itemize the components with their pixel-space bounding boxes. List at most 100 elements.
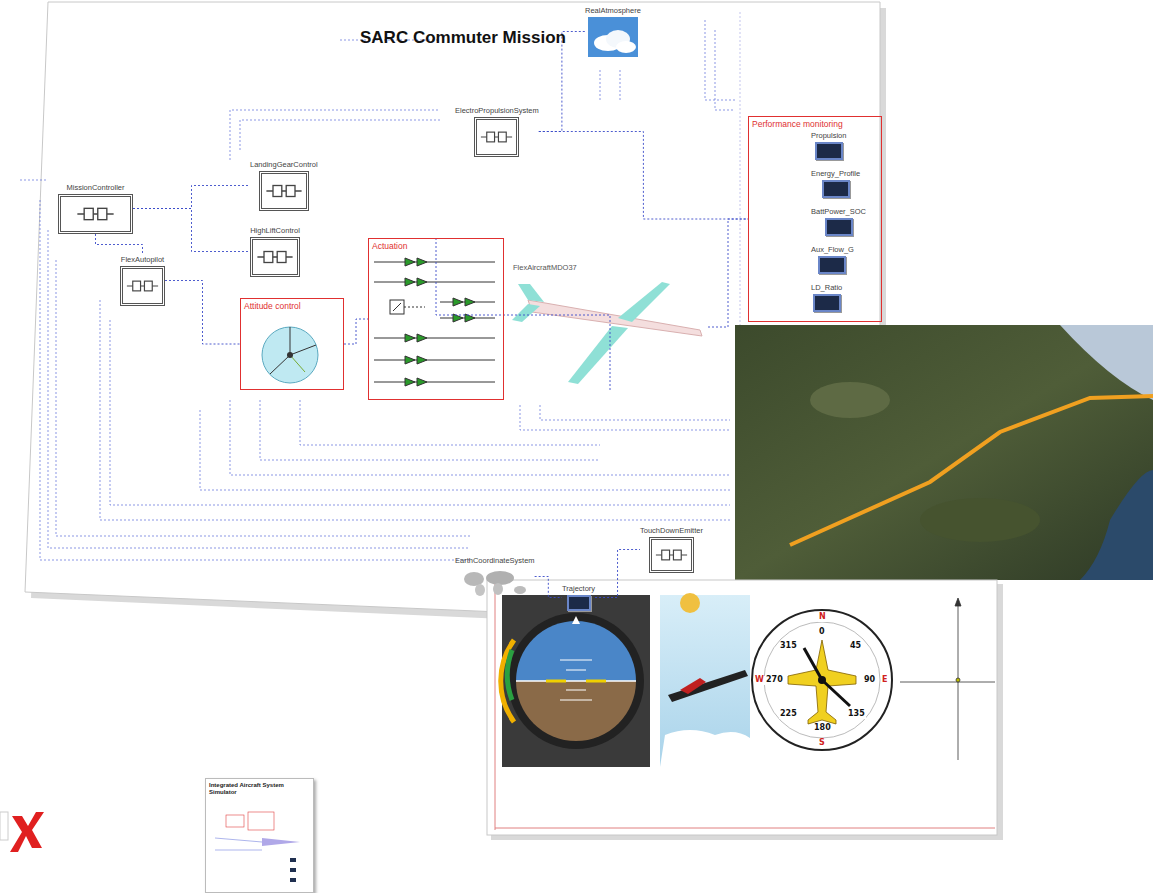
node-label: Aux_Flow_G bbox=[811, 245, 854, 254]
component-block: HighLiftControl bbox=[250, 226, 300, 277]
actuator-arrow-part bbox=[453, 314, 463, 322]
atmosphere-block: RealAtmosphere bbox=[585, 6, 641, 57]
signal-wire-part bbox=[100, 300, 730, 520]
thumbnail-diagram-part bbox=[262, 838, 300, 846]
axes-plot-part bbox=[955, 598, 961, 606]
attitude-indicator-part bbox=[502, 595, 650, 767]
block-glyph bbox=[253, 240, 297, 274]
instrument-panel-part bbox=[495, 828, 995, 829]
compass-part bbox=[764, 622, 880, 738]
node-label: Attitude control bbox=[241, 299, 343, 313]
compass-mark: 0 bbox=[818, 628, 826, 637]
attitude-indicator-part bbox=[566, 670, 586, 671]
continent bbox=[464, 572, 484, 586]
compass-mark: 270 bbox=[765, 676, 784, 685]
block-glyph-box bbox=[673, 550, 681, 560]
signal-wire-part bbox=[230, 400, 730, 475]
node-label: Propulsion bbox=[811, 131, 846, 140]
actuator-arrow-part bbox=[417, 258, 427, 266]
signal-wire-part bbox=[540, 405, 730, 420]
attitude-sphere-part bbox=[290, 345, 316, 355]
actuator-arrow-part bbox=[417, 334, 427, 342]
aircraft-model-part bbox=[518, 284, 544, 302]
instrument-panel-part bbox=[495, 582, 496, 830]
actuator-arrow-part bbox=[417, 278, 427, 286]
block-glyph bbox=[262, 174, 306, 208]
actuator-arrow-part bbox=[405, 378, 415, 386]
compass-part bbox=[752, 610, 892, 750]
signal-connector bbox=[165, 281, 240, 345]
node-label: Integrated Aircraft System Simulator bbox=[206, 779, 313, 799]
actuator-arrow-part bbox=[465, 298, 475, 306]
diagram-title: SARC Commuter Mission bbox=[360, 28, 566, 48]
block-glyph-box bbox=[273, 186, 282, 197]
mon-icon bbox=[825, 218, 853, 236]
actuator-arrow-part bbox=[405, 278, 415, 286]
compass-part bbox=[818, 676, 826, 684]
compass-mark: 315 bbox=[779, 642, 798, 651]
instrument-panel-part bbox=[487, 580, 997, 835]
component-block: TouchDownEmitter bbox=[640, 526, 703, 573]
signal-wire-part bbox=[230, 110, 440, 160]
earth-view-part bbox=[790, 396, 1153, 545]
map-glyph bbox=[460, 567, 530, 597]
block-glyph bbox=[61, 197, 130, 231]
block-glyph-box bbox=[84, 208, 93, 219]
aircraft-model bbox=[512, 282, 702, 384]
side-view-part bbox=[668, 670, 748, 702]
actuator-arrow-part bbox=[393, 303, 401, 311]
signal-connector bbox=[133, 209, 250, 252]
thumbnail-diagram-part bbox=[290, 858, 296, 862]
signal-connector bbox=[344, 319, 368, 344]
comp-icon bbox=[120, 266, 165, 306]
signal-connector bbox=[595, 550, 640, 598]
compass-mark: S bbox=[818, 739, 826, 748]
map-icon bbox=[460, 567, 530, 597]
component-block: ElectroPropulsionSystem bbox=[455, 106, 539, 157]
signal-connector bbox=[133, 186, 250, 209]
thumbnail-diagram-part bbox=[290, 868, 296, 872]
side-view-part bbox=[680, 678, 706, 694]
signal-connector bbox=[535, 577, 562, 598]
attitude-sphere-part bbox=[262, 327, 318, 383]
node-label: BattPower_SOC bbox=[811, 207, 866, 216]
node-label: Actuation bbox=[369, 239, 503, 253]
actuator-arrow-part bbox=[374, 338, 495, 339]
monitor-block: Propulsion bbox=[811, 131, 846, 160]
comp-icon bbox=[250, 237, 300, 277]
signal-wire-part bbox=[240, 120, 440, 150]
signal-wire-part bbox=[200, 410, 730, 490]
signal-connector bbox=[708, 219, 748, 327]
compass-mark: W bbox=[754, 676, 765, 685]
actuator-arrow-part bbox=[374, 382, 495, 383]
actuator-arrow-part bbox=[417, 356, 427, 364]
attitude-indicator-part bbox=[586, 680, 606, 683]
logo-mark-part bbox=[10, 812, 44, 852]
component-block: LandingGearControl bbox=[250, 160, 318, 211]
compass-mark: 90 bbox=[863, 676, 876, 685]
block-glyph-line bbox=[266, 190, 301, 191]
attitude-indicator-part bbox=[560, 660, 592, 661]
instrument-panel bbox=[487, 580, 1003, 840]
compass-part bbox=[788, 640, 856, 724]
comp-icon bbox=[58, 194, 133, 234]
group-box: Performance monitoringPropulsionEnergy_P… bbox=[748, 116, 882, 322]
monitor-block: Trajectory bbox=[562, 584, 595, 611]
axes-plot-part bbox=[900, 682, 995, 683]
block-glyph-line bbox=[481, 136, 512, 137]
group-box: Attitude control bbox=[240, 298, 344, 390]
block-glyph-box bbox=[144, 281, 152, 291]
compass bbox=[752, 610, 892, 750]
signal-wire-part bbox=[715, 30, 735, 110]
actuator-arrow-part bbox=[404, 307, 425, 308]
attitude-indicator-part bbox=[560, 700, 592, 701]
comp-icon bbox=[474, 117, 519, 157]
coordinate-block: EarthCoordinateSystem bbox=[455, 556, 535, 597]
cloud-icon bbox=[588, 17, 638, 57]
axes-plot bbox=[900, 598, 995, 760]
actuator-arrow-part bbox=[405, 258, 415, 266]
actuator-arrow bbox=[374, 258, 495, 386]
signal-wire-part bbox=[56, 260, 470, 536]
